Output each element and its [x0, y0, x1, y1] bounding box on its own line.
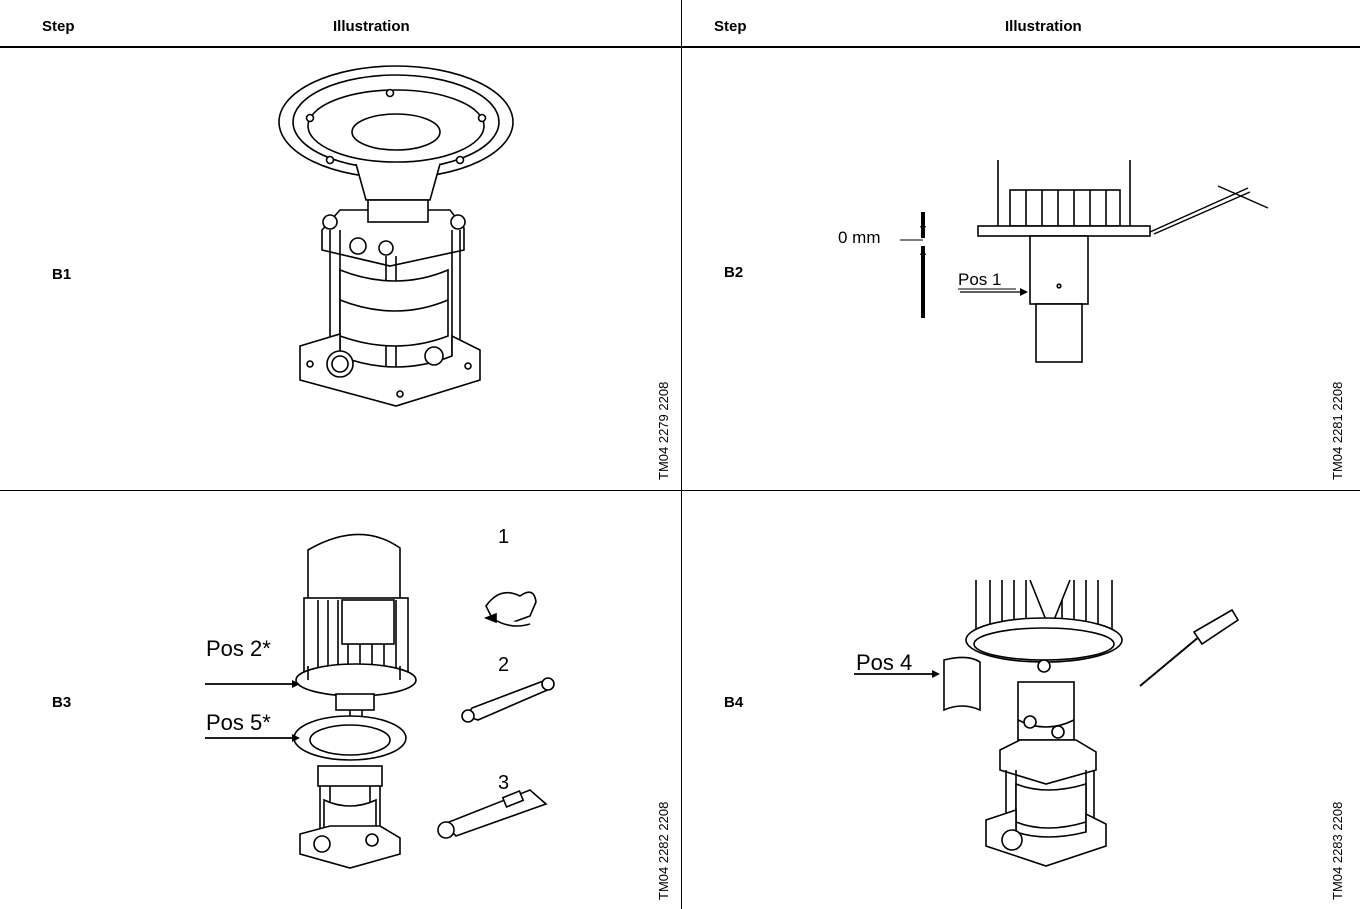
- header-illustration-left: Illustration: [333, 18, 410, 35]
- figure-code-b1: TM04 2279 2208: [656, 381, 671, 480]
- tool-1-number: 1: [498, 526, 510, 548]
- motor-coupling-illustration: [900, 160, 1269, 363]
- motor-assembly-illustration: [205, 533, 555, 869]
- pos1-label: Pos 1: [958, 270, 1002, 289]
- header-illustration-right: Illustration: [1005, 18, 1082, 35]
- header-step-left: Step: [42, 18, 75, 35]
- row-divider: [0, 490, 1360, 491]
- step-label-b1: B1: [52, 266, 72, 283]
- tool-2-number: 2: [498, 654, 510, 676]
- step-label-b3: B3: [52, 694, 72, 711]
- figure-code-b2: TM04 2281 2208: [1330, 381, 1345, 480]
- coupling-guard-illustration: [854, 579, 1240, 867]
- figure-code-b4: TM04 2283 2208: [1330, 801, 1345, 900]
- pos5-label: Pos 5*: [206, 710, 271, 735]
- header-step-right: Step: [714, 18, 747, 35]
- pos2-label: Pos 2*: [206, 636, 271, 661]
- step-label-b2: B2: [724, 264, 744, 281]
- pump-with-flange-illustration: [278, 65, 514, 407]
- pos4-label: Pos 4: [856, 650, 913, 675]
- header-rule: [0, 46, 1360, 48]
- figure-code-b3: TM04 2282 2208: [656, 801, 671, 900]
- column-divider: [681, 0, 682, 909]
- tool-3-number: 3: [498, 772, 510, 794]
- zero-mm-label: 0 mm: [838, 228, 881, 247]
- step-label-b4: B4: [724, 694, 744, 711]
